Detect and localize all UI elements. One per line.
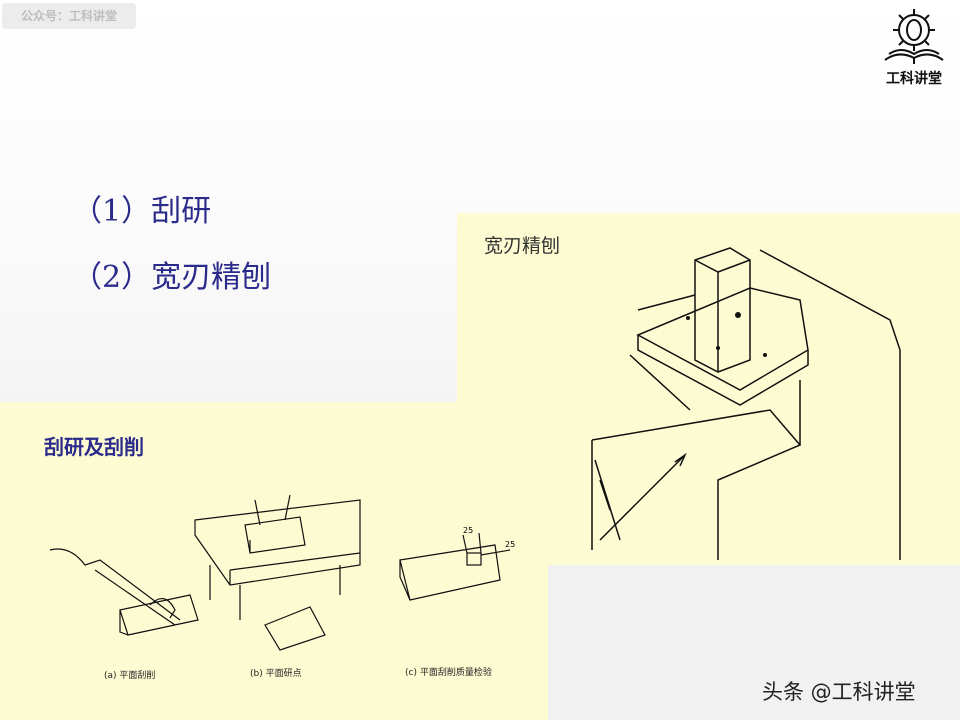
wide-blade-planing-drawing <box>591 247 901 560</box>
caption-a: (a) 平面刮削 <box>104 671 156 681</box>
scraping-panel <box>0 402 548 720</box>
gear-book-icon <box>884 9 944 64</box>
panel-title: 宽刃精刨 <box>484 235 561 257</box>
footer-box <box>548 565 960 720</box>
flat-scraping-drawing <box>49 548 199 636</box>
dimension-label: 25 <box>463 526 473 535</box>
caption-b: (b) 平面研点 <box>250 669 302 679</box>
logo-text: 工科讲堂 <box>886 71 942 87</box>
surface-plate-drawing <box>194 495 361 651</box>
dimension-label: 25 <box>505 540 515 549</box>
watermark: 公众号：工科讲堂 <box>2 3 136 29</box>
footer-credit: 头条 @工科讲堂 <box>762 680 916 704</box>
list-item-wide-blade-planing: （2）宽刃精刨 <box>72 260 272 295</box>
list-item-scraping: （1）刮研 <box>72 194 212 229</box>
caption-c: (c) 平面刮削质量检验 <box>405 668 492 678</box>
logo: 工科讲堂 <box>872 4 956 90</box>
scraping-inspection-drawing: 25 25 <box>399 526 515 601</box>
panel-title: 刮研及刮削 <box>44 435 144 459</box>
